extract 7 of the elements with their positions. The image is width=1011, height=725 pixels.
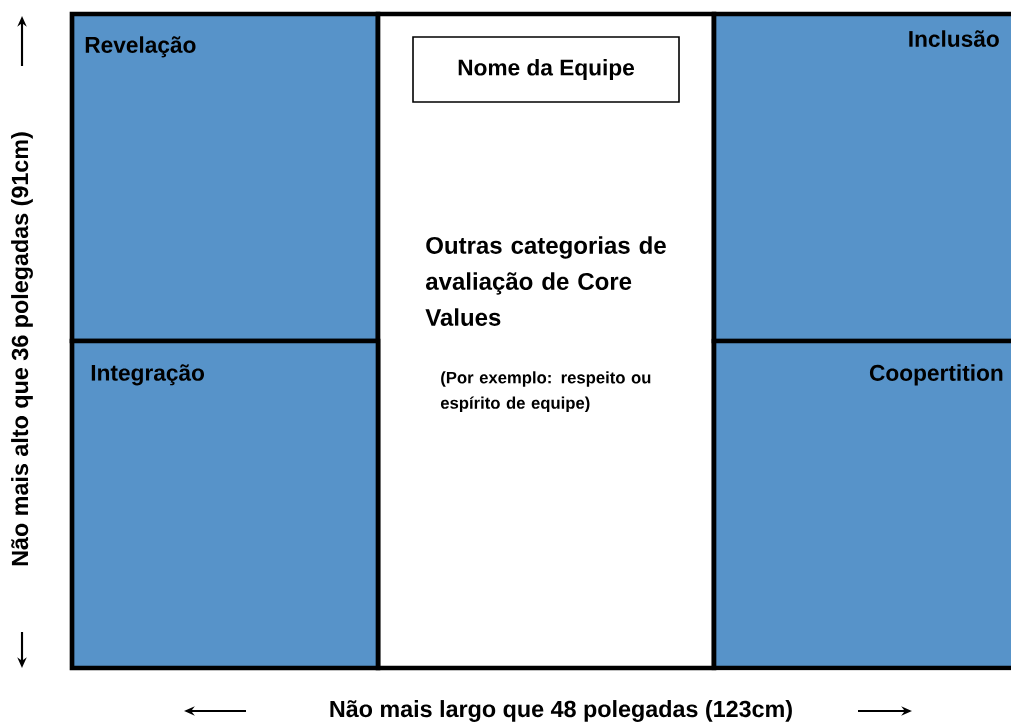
dimension-label: Não mais largo que 48 polegadas (123cm) bbox=[330, 700, 792, 722]
category-panel: Inclusão bbox=[711, 11, 1011, 344]
dimension-label: Não mais alto que 36 polegadas (91cm) bbox=[11, 132, 33, 566]
category-panel: Integração bbox=[69, 338, 381, 671]
name-box: Nome da Equipe bbox=[412, 36, 680, 103]
category-panel: Revelação bbox=[69, 11, 381, 344]
category-panel: Coopertition bbox=[711, 338, 1011, 671]
